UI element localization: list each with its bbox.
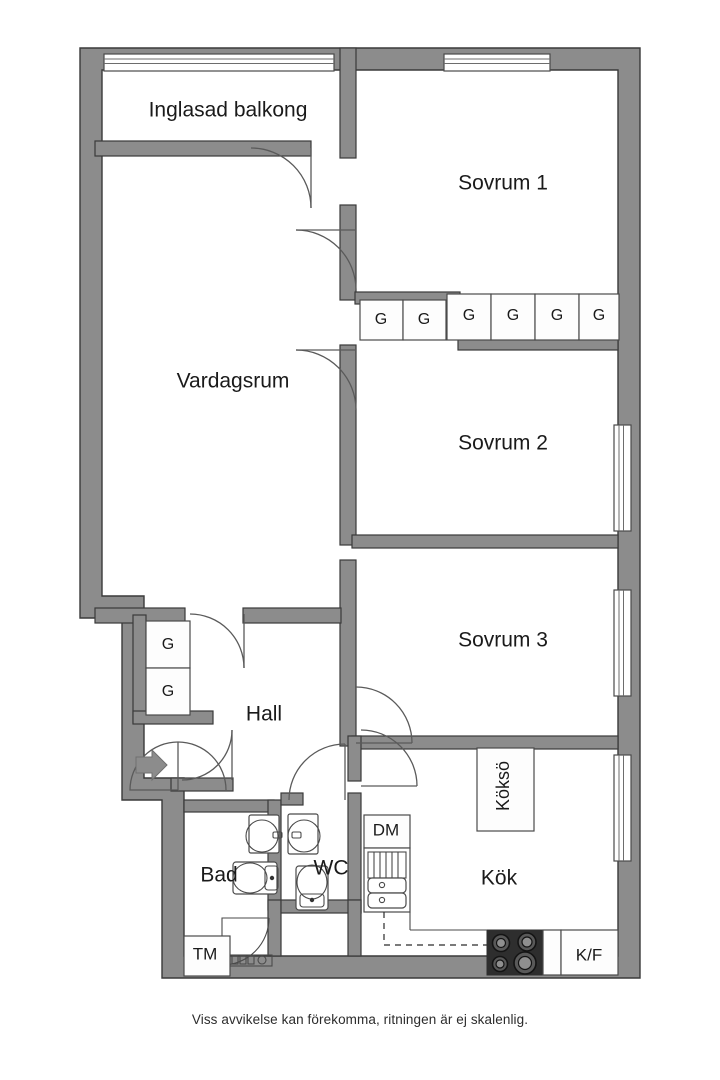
door-sovrum2 bbox=[295, 349, 357, 411]
entrance-arrow-icon bbox=[135, 748, 168, 782]
toilet-bad-icon bbox=[232, 861, 279, 895]
door-vardagsrum-hall bbox=[189, 613, 245, 669]
wardrobe-run-hall bbox=[145, 620, 191, 716]
window-balcony-top bbox=[103, 53, 335, 72]
wardrobe-label-g-bed-2: G bbox=[418, 311, 430, 328]
door-sovrum1 bbox=[295, 229, 357, 291]
room-label-vardagsrum: Vardagsrum bbox=[177, 370, 290, 393]
room-label-wc: WC bbox=[314, 857, 349, 880]
fridge-freezer-unit bbox=[542, 929, 619, 976]
sink-icon bbox=[363, 847, 411, 913]
window-kok-right bbox=[613, 754, 632, 862]
wardrobe-label-g-hall-2: G bbox=[162, 683, 174, 700]
basin-wc-icon bbox=[287, 813, 321, 855]
wardrobe-label-g-bed-4: G bbox=[507, 307, 519, 324]
door-bad bbox=[181, 729, 233, 781]
washing-machine-unit bbox=[183, 935, 231, 977]
fixture-label-tm: TM bbox=[193, 944, 218, 963]
wardrobe-label-g-bed-6: G bbox=[593, 307, 605, 324]
room-label-kok: Kök bbox=[481, 867, 518, 890]
room-label-balkong: Inglasad balkong bbox=[149, 99, 308, 122]
room-label-sovrum2: Sovrum 2 bbox=[458, 432, 548, 455]
room-label-sovrum3: Sovrum 3 bbox=[458, 629, 548, 652]
window-sovrum1-top bbox=[443, 53, 551, 72]
door-balcony bbox=[250, 147, 312, 209]
plan-disclaimer-caption: Viss avvikelse kan förekomma, ritningen … bbox=[191, 1012, 529, 1027]
window-sovrum3-right bbox=[613, 589, 632, 697]
wardrobe-label-g-bed-5: G bbox=[551, 307, 563, 324]
window-sovrum2-right bbox=[613, 424, 632, 532]
wardrobe-label-g-bed-1: G bbox=[375, 311, 387, 328]
room-label-sovrum1: Sovrum 1 bbox=[458, 172, 548, 195]
basin-bad-icon bbox=[245, 814, 283, 854]
door-kok bbox=[360, 729, 418, 787]
door-wc bbox=[288, 743, 346, 801]
kitchen-plumbing-dashline bbox=[383, 912, 487, 946]
kitchen-island bbox=[476, 747, 535, 832]
wardrobe-run-bedroom bbox=[359, 293, 620, 341]
stove-icon bbox=[486, 929, 544, 976]
fixture-label-dm: DM bbox=[373, 820, 399, 839]
toilet-wc-icon bbox=[295, 864, 329, 911]
door-sovrum3 bbox=[355, 686, 413, 744]
room-label-hall: Hall bbox=[246, 703, 282, 726]
fixture-label-koksö: Köksö bbox=[493, 761, 513, 811]
fixture-label-kf: K/F bbox=[576, 945, 602, 964]
dishwasher-unit bbox=[363, 814, 411, 849]
wardrobe-label-g-hall-1: G bbox=[162, 636, 174, 653]
room-label-bad: Bad bbox=[200, 864, 237, 887]
wardrobe-label-g-bed-3: G bbox=[463, 307, 475, 324]
kitchen-counter-run bbox=[409, 912, 487, 931]
door-entrance bbox=[129, 741, 227, 791]
